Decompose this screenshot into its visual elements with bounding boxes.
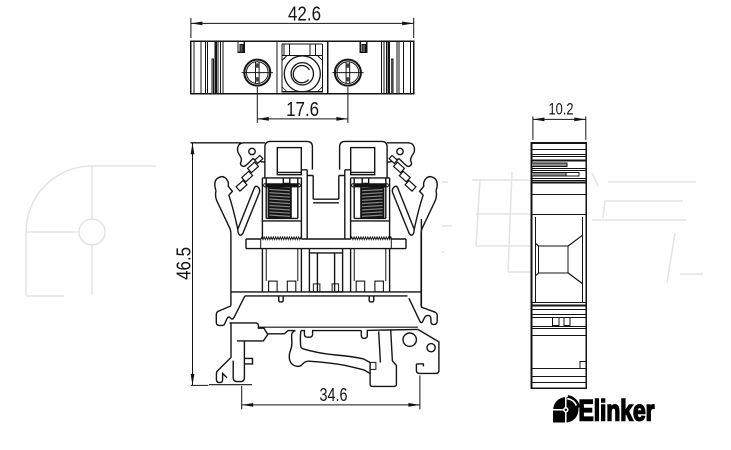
svg-text:17.6: 17.6 xyxy=(286,98,319,121)
svg-text:42.6: 42.6 xyxy=(288,3,321,26)
svg-text:46.5: 46.5 xyxy=(173,247,196,280)
svg-text:10.2: 10.2 xyxy=(549,100,574,119)
svg-text:Elinker: Elinker xyxy=(579,395,655,428)
svg-text:34.6: 34.6 xyxy=(320,385,348,405)
